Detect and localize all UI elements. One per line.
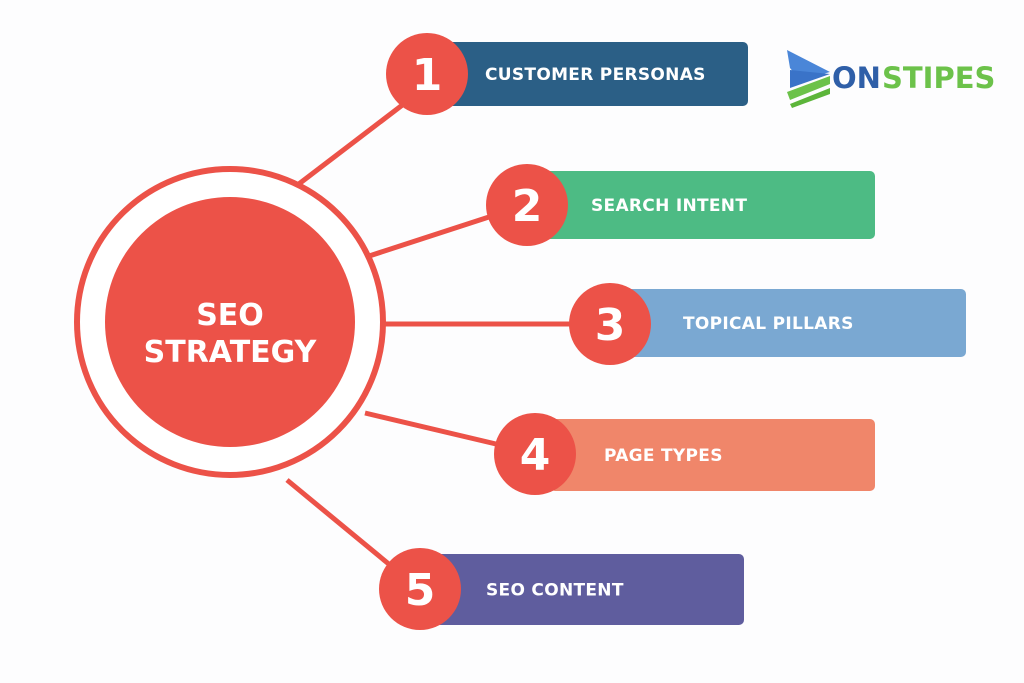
step-box-5 — [435, 554, 744, 625]
step-item-2: SEARCH INTENT 2 — [486, 164, 875, 246]
connector-line-4 — [364, 410, 497, 447]
logo-chevron-green — [787, 76, 830, 100]
connectors — [285, 101, 570, 567]
onstipes-logo: ON STIPES — [787, 50, 995, 108]
step-label-3: TOPICAL PILLARS — [683, 314, 854, 334]
step-item-3: TOPICAL PILLARS 3 — [569, 283, 966, 365]
connector-line-2 — [362, 213, 493, 261]
step-item-5: SEO CONTENT 5 — [379, 548, 744, 630]
connector-line-5 — [285, 478, 392, 567]
step-box-4 — [550, 419, 875, 491]
step-box-1 — [440, 42, 748, 106]
step-number-5: 5 — [405, 565, 436, 616]
logo-text-on: ON — [832, 61, 881, 95]
logo-text-stipes: STIPES — [882, 61, 995, 95]
step-number-badge-3 — [569, 283, 651, 365]
step-number-4: 4 — [520, 430, 551, 481]
connector-line-1 — [285, 101, 407, 195]
step-number-badge-4 — [494, 413, 576, 495]
step-number-badge-1 — [386, 33, 468, 115]
step-number-3: 3 — [595, 300, 626, 351]
step-label-4: PAGE TYPES — [604, 446, 723, 466]
step-number-badge-2 — [486, 164, 568, 246]
logo-chevron-green-2 — [790, 88, 830, 108]
step-box-3 — [625, 289, 966, 357]
logo-chevron-blue-2 — [790, 70, 830, 88]
step-box-2 — [540, 171, 875, 239]
step-item-4: PAGE TYPES 4 — [494, 413, 875, 495]
step-number-1: 1 — [412, 50, 443, 101]
step-label-2: SEARCH INTENT — [591, 196, 747, 216]
step-label-5: SEO CONTENT — [486, 581, 624, 601]
step-number-badge-5 — [379, 548, 461, 630]
center-title-line1: SEO — [196, 298, 264, 333]
center-circle — [105, 197, 355, 447]
step-label-1: CUSTOMER PERSONAS — [485, 65, 706, 85]
step-item-1: CUSTOMER PERSONAS 1 — [386, 33, 748, 115]
center-title-line2: STRATEGY — [144, 335, 318, 370]
step-number-2: 2 — [512, 181, 543, 232]
